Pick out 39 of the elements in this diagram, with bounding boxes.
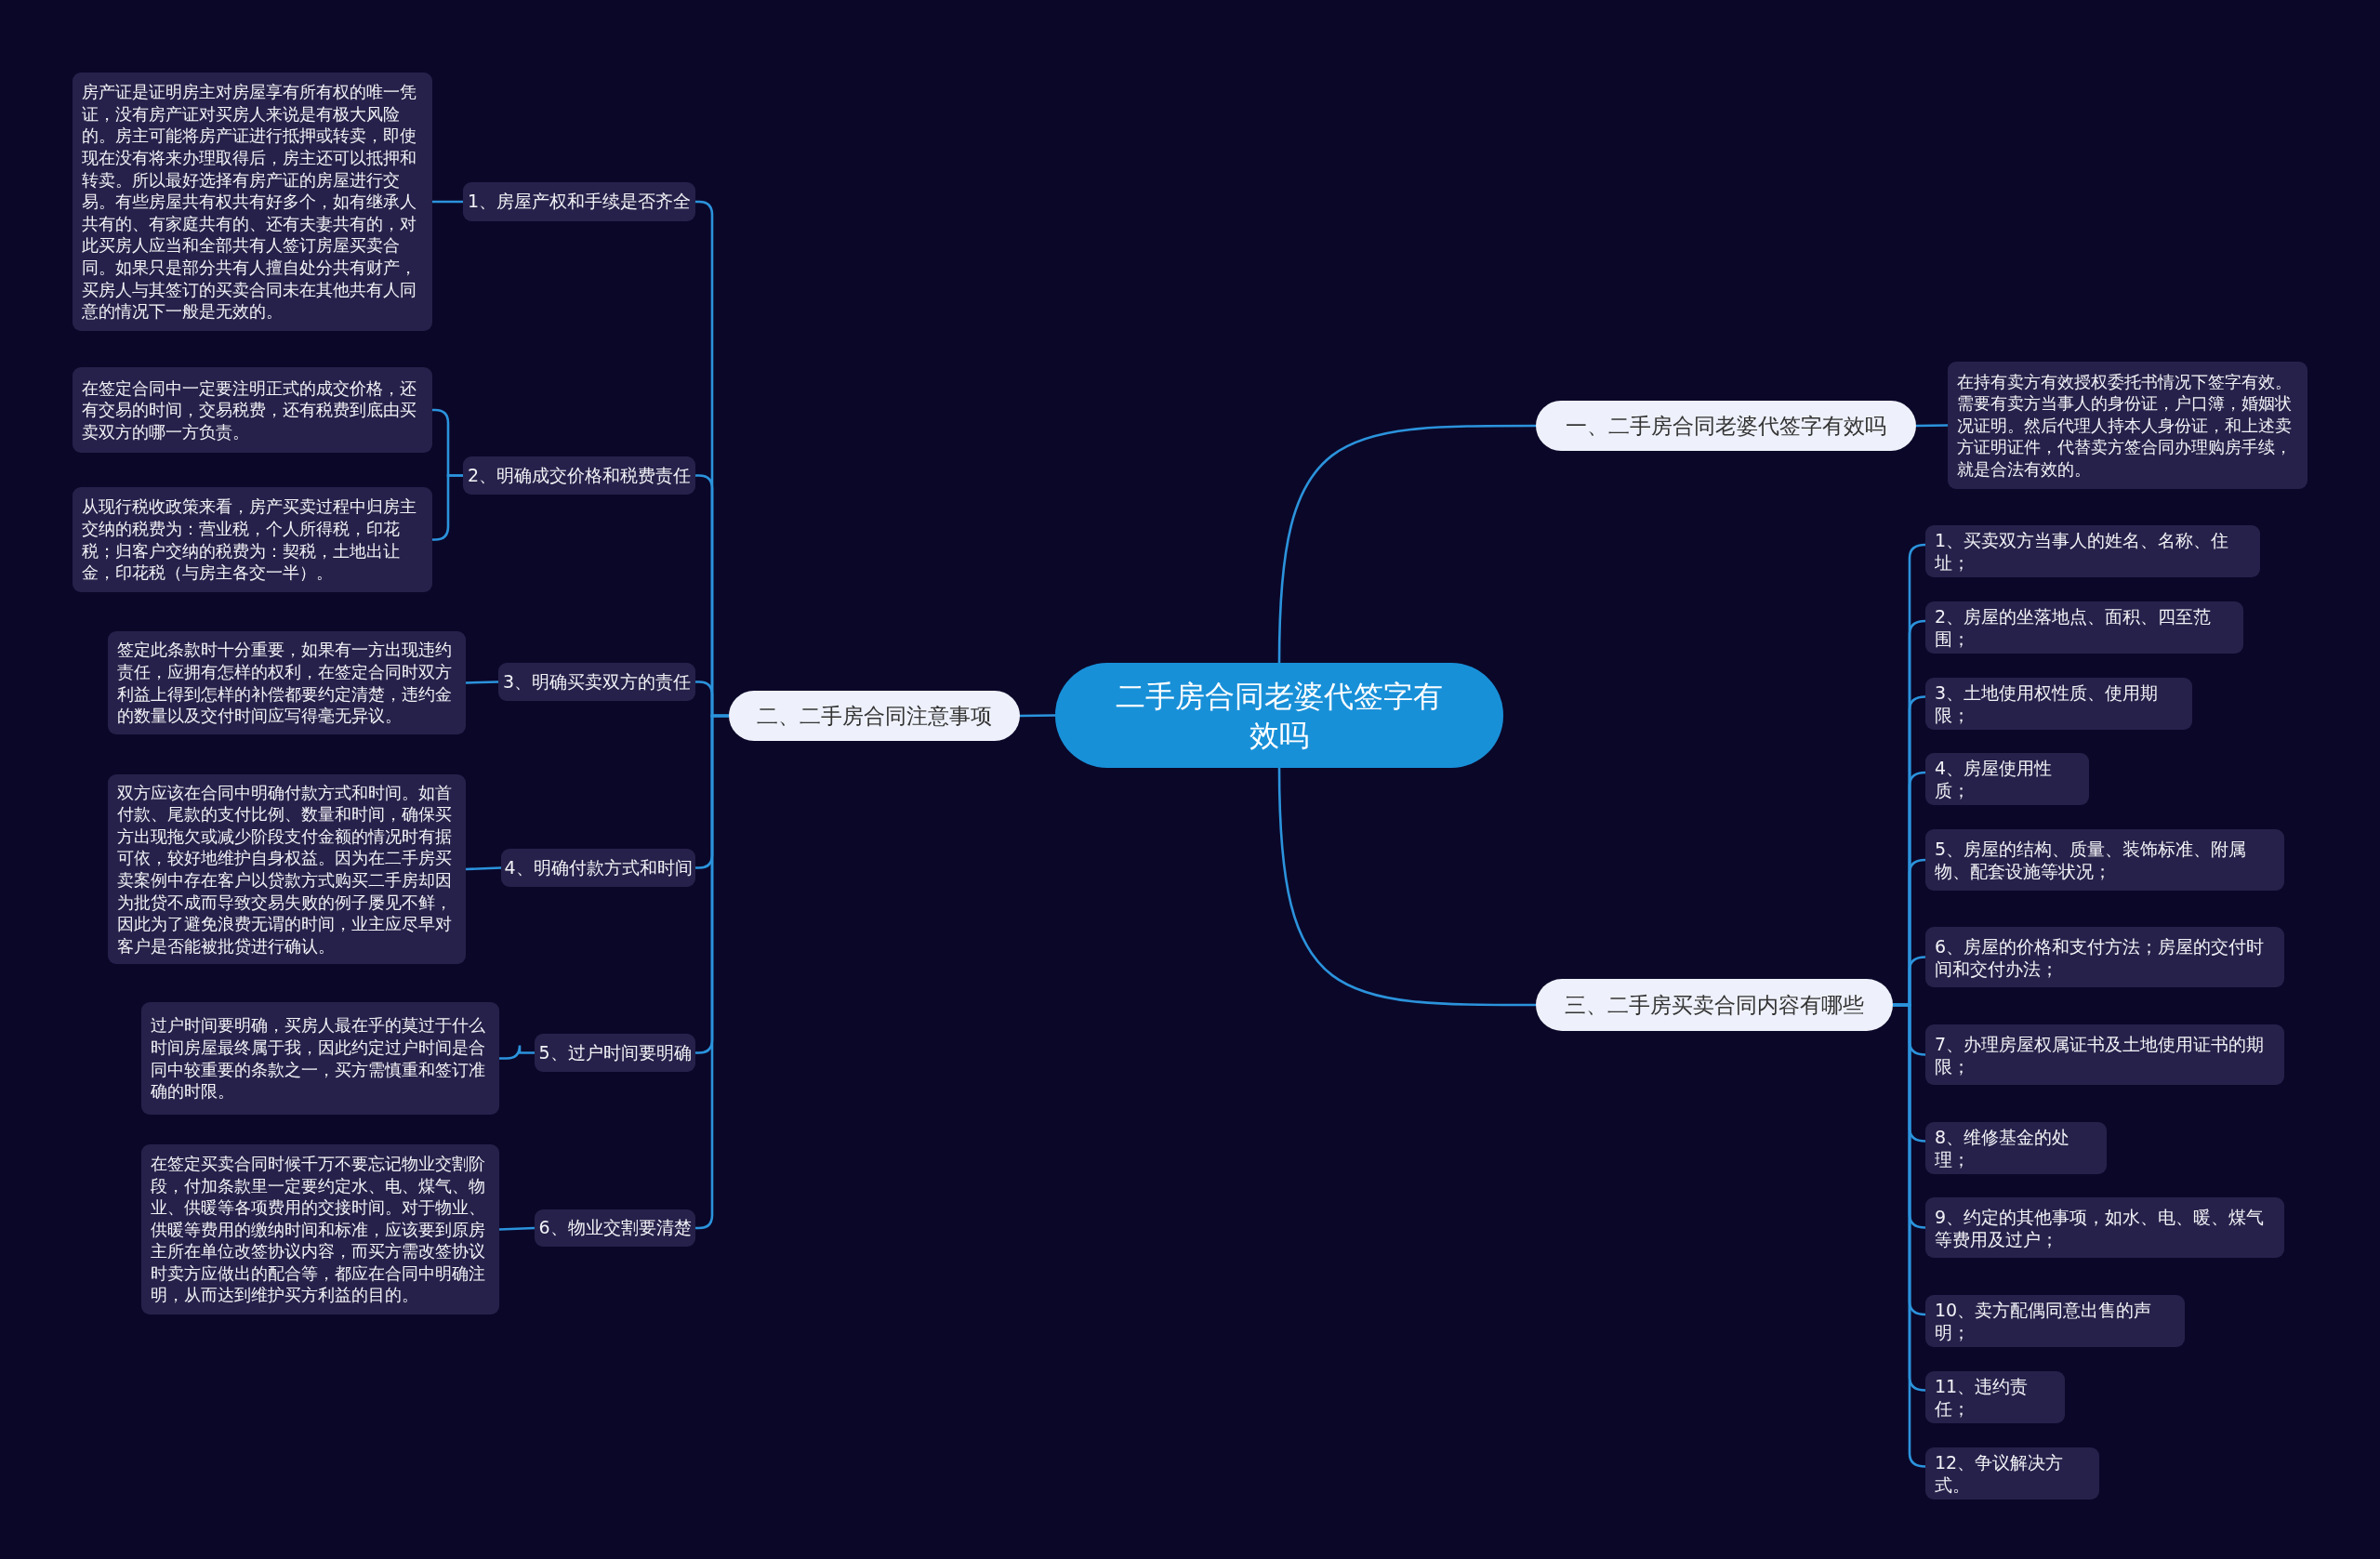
note-box: 在持有卖方有效授权委托书情况下签字有效。需要有卖方当事人的身份证，户口簿，婚姻状况证明。然后代理人持本人身份证，和上述卖方证明证件，代替卖方签合同办理购房手续，就是合法有效的。 xyxy=(1948,362,2307,489)
note-box: 在签定合同中一定要注明正式的成交价格，还有交易的时间，交易税费，还有税费到底由买卖双方的哪一方负责。 xyxy=(73,367,432,453)
note-box: 过户时间要明确，买房人最在乎的莫过于什么时间房屋最终属于我，因此约定过户时间是合同中较重要的条款之一，买方需慎重和签订准确的时限。 xyxy=(141,1002,499,1115)
connector-line xyxy=(432,200,463,204)
item-box: 9、约定的其他事项，如水、电、暖、煤气等费用及过户； xyxy=(1925,1197,2284,1258)
item-box: 10、卖方配偶同意出售的声明； xyxy=(1925,1295,2185,1347)
note-box: 房产证是证明房主对房屋享有所有权的唯一凭证，没有房产证对买房人来说是有极大风险的。房主可能将房产证进行抵押或转卖，即使现在没有将来办理取得后，房主还可以抵押和转卖。所以最好选择有房产证的房屋进行交易。有些房屋共有权共有好多个，如有继承人共有的、有家庭共有的、还有夫妻共有的，对此买房人应当和全部共有人签订房屋买卖合同。如果只是部分共有人擅自处分共有财产，买房人与其签订的买卖合同未在其他共有人同意的情况下一般是无效的。 xyxy=(73,73,432,331)
connector-line xyxy=(1277,424,1536,664)
item-box: 7、办理房屋权属证书及土地使用证书的期限； xyxy=(1925,1024,2284,1085)
connector-line xyxy=(498,1226,536,1231)
subtopic-box: 4、明确付款方式和时间 xyxy=(501,849,695,887)
item-box: 2、房屋的坐落地点、面积、四至范围； xyxy=(1925,601,2243,654)
item-box: 11、违约责任； xyxy=(1925,1371,2065,1423)
connector-line xyxy=(465,680,499,684)
subtopic-box: 6、物业交割要清楚 xyxy=(535,1209,695,1247)
branch-pill: 二、二手房合同注意事项 xyxy=(729,691,1020,741)
central-topic: 二手房合同老婆代签字有效吗 xyxy=(1055,663,1503,768)
item-box: 5、房屋的结构、质量、装饰标准、附属物、配套设施等状况； xyxy=(1925,829,2284,891)
item-box: 1、买卖双方当事人的姓名、名称、住址； xyxy=(1925,525,2260,577)
subtopic-box: 3、明确买卖双方的责任 xyxy=(498,663,695,701)
branch-pill: 三、二手房买卖合同内容有哪些 xyxy=(1536,979,1893,1031)
connector-line xyxy=(1916,424,1948,428)
connector-line xyxy=(465,866,502,871)
subtopic-box: 5、过户时间要明确 xyxy=(535,1034,695,1072)
item-box: 3、土地使用权性质、使用期限； xyxy=(1925,678,2192,730)
item-box: 12、争议解决方式。 xyxy=(1925,1447,2099,1500)
note-box: 双方应该在合同中明确付款方式和时间。如首付款、尾款的支付比例、数量和时间，确保买方出现拖欠或减少阶段支付金额的情况时有据可依，较好地维护自身权益。因为在二手房买卖案例中存在客户以贷款方式购买二手房却因为批贷不成而导致交易失败的例子屡见不鲜，因此为了避免浪费无谓的时间，业主应尽早对客户是否能被批贷进行确认。 xyxy=(108,774,466,964)
item-box: 6、房屋的价格和支付方法；房屋的交付时间和交付办法； xyxy=(1925,927,2284,987)
subtopic-box: 1、房屋产权和手续是否齐全 xyxy=(463,182,695,221)
connector-line xyxy=(1277,767,1536,1007)
branch-pill: 一、二手房合同老婆代签字有效吗 xyxy=(1536,401,1916,451)
note-box: 签定此条款时十分重要，如果有一方出现违约责任，应拥有怎样的权利，在签定合同时双方利益上得到怎样的补偿都要约定清楚，违约金的数量以及交付时间应写得毫无异议。 xyxy=(108,631,466,734)
item-box: 8、维修基金的处理； xyxy=(1925,1122,2107,1174)
note-box: 从现行税收政策来看，房产买卖过程中归房主交纳的税费为：营业税，个人所得税，印花税；归客户交纳的税费为：契税，土地出让金，印花税（与房主各交一半）。 xyxy=(73,487,432,592)
connector-line xyxy=(499,1044,535,1060)
item-box: 4、房屋使用性质； xyxy=(1925,753,2089,805)
connector-line xyxy=(1020,714,1055,718)
note-box: 在签定买卖合同时候千万不要忘记物业交割阶段，付加条款里一定要约定水、电、煤气、物业、供暖等各项费用的交接时间。对于物业、供暖等费用的缴纳时间和标准，应该要到原房主所在单位改签协议内容，而买方需改签协议时卖方应做出的配合等，都应在合同中明确注明，从而达到维护买方利益的目的。 xyxy=(141,1144,499,1315)
subtopic-box: 2、明确成交价格和税费责任 xyxy=(463,456,695,495)
